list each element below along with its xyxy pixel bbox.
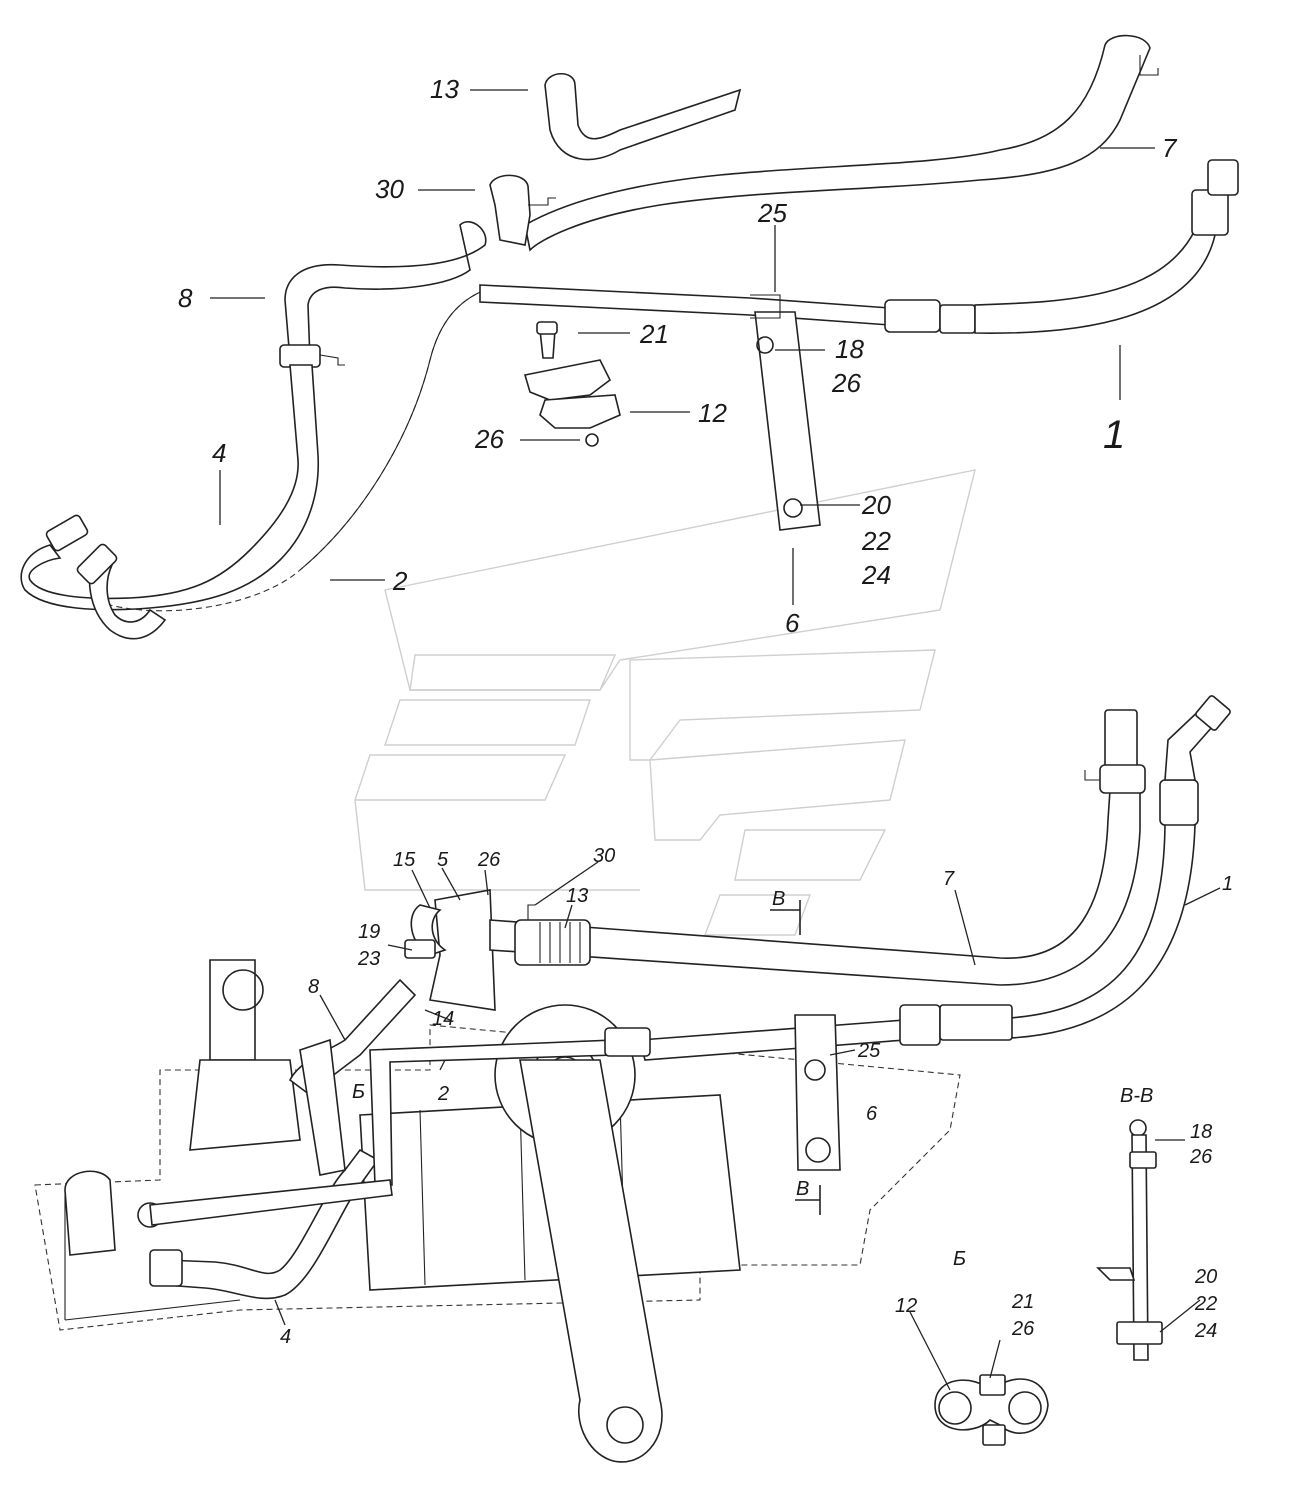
lower-assembly <box>34 695 1231 1463</box>
hose-8 <box>284 221 487 361</box>
callout-23-lower: 23 <box>357 948 380 970</box>
callout-5-lower: 5 <box>437 849 449 871</box>
callout-24-vv: 24 <box>1194 1320 1217 1342</box>
callout-19-lower: 19 <box>358 921 380 943</box>
callout-26b: 26 <box>474 424 504 454</box>
upper-callouts: 13 7 30 25 8 21 18 26 12 26 1 4 20 22 24… <box>178 74 1178 638</box>
callout-8-lower: 8 <box>308 976 319 998</box>
callout-4: 4 <box>212 438 226 468</box>
callout-7: 7 <box>1162 133 1178 163</box>
pitman-arm <box>519 1059 663 1463</box>
callout-8: 8 <box>178 283 193 313</box>
callout-22-vv: 22 <box>1194 1293 1217 1315</box>
callout-15-lower: 15 <box>393 849 416 871</box>
callout-26a: 26 <box>831 368 861 398</box>
callout-7-lower: 7 <box>943 868 955 890</box>
callout-2: 2 <box>392 566 408 596</box>
background-watermark <box>354 469 976 936</box>
callout-14-lower: 14 <box>432 1008 454 1030</box>
hose-30 <box>489 174 531 246</box>
callout-18: 18 <box>835 334 864 364</box>
callout-6: 6 <box>785 608 800 638</box>
section-vv-detail: В-В 18 26 20 22 24 <box>1096 1085 1217 1361</box>
tube-2 <box>20 364 320 611</box>
hose-13 <box>544 72 742 161</box>
section-b-detail: Б 12 21 26 <box>895 1248 1049 1446</box>
callout-24: 24 <box>861 560 891 590</box>
callout-b-lower: Б <box>352 1081 365 1103</box>
coupling-13-lower <box>514 919 591 966</box>
tube-1 <box>479 284 891 326</box>
bracket-6 <box>754 311 821 531</box>
lower-callouts: 15 5 26 30 13 7 1 19 23 8 14 25 Б 2 6 4 … <box>280 845 1233 1348</box>
callout-13-lower: 13 <box>566 885 588 907</box>
tube-4-lower <box>164 1148 380 1300</box>
callout-1-lower: 1 <box>1222 873 1233 895</box>
callout-21: 21 <box>639 319 669 349</box>
section-vv-title: В-В <box>1120 1085 1153 1107</box>
clamp-12 <box>523 321 621 447</box>
callout-25: 25 <box>757 198 787 228</box>
callout-26-vv: 26 <box>1189 1146 1213 1168</box>
callout-22: 22 <box>861 526 891 556</box>
upper-leaders <box>210 89 1155 605</box>
callout-26-lower: 26 <box>477 849 501 871</box>
hose-7 <box>524 34 1151 252</box>
section-b-title: Б <box>953 1248 966 1270</box>
callout-6-lower: 6 <box>866 1103 878 1125</box>
callout-4-lower: 4 <box>280 1326 291 1348</box>
callout-v2-lower: В <box>796 1178 809 1200</box>
callout-13: 13 <box>430 74 459 104</box>
hose-7-lower <box>489 789 1141 986</box>
callout-26-b: 26 <box>1011 1318 1035 1340</box>
callout-v1-lower: В <box>772 888 785 910</box>
callout-21-b: 21 <box>1011 1291 1034 1313</box>
callout-2-lower: 2 <box>437 1083 449 1105</box>
callout-12-b: 12 <box>895 1295 917 1317</box>
callout-25-lower: 25 <box>857 1040 881 1062</box>
callout-1: 1 <box>1103 413 1125 457</box>
lower-leaders <box>274 861 1221 1326</box>
callout-20: 20 <box>861 490 891 520</box>
callout-12: 12 <box>698 398 727 428</box>
callout-18-vv: 18 <box>1190 1121 1212 1143</box>
upper-assembly <box>20 34 1239 640</box>
callout-20-vv: 20 <box>1194 1266 1217 1288</box>
callout-30: 30 <box>375 174 404 204</box>
end-cap <box>64 1170 116 1256</box>
bracket-6-lower <box>794 1014 841 1171</box>
callout-30-lower: 30 <box>593 845 615 867</box>
